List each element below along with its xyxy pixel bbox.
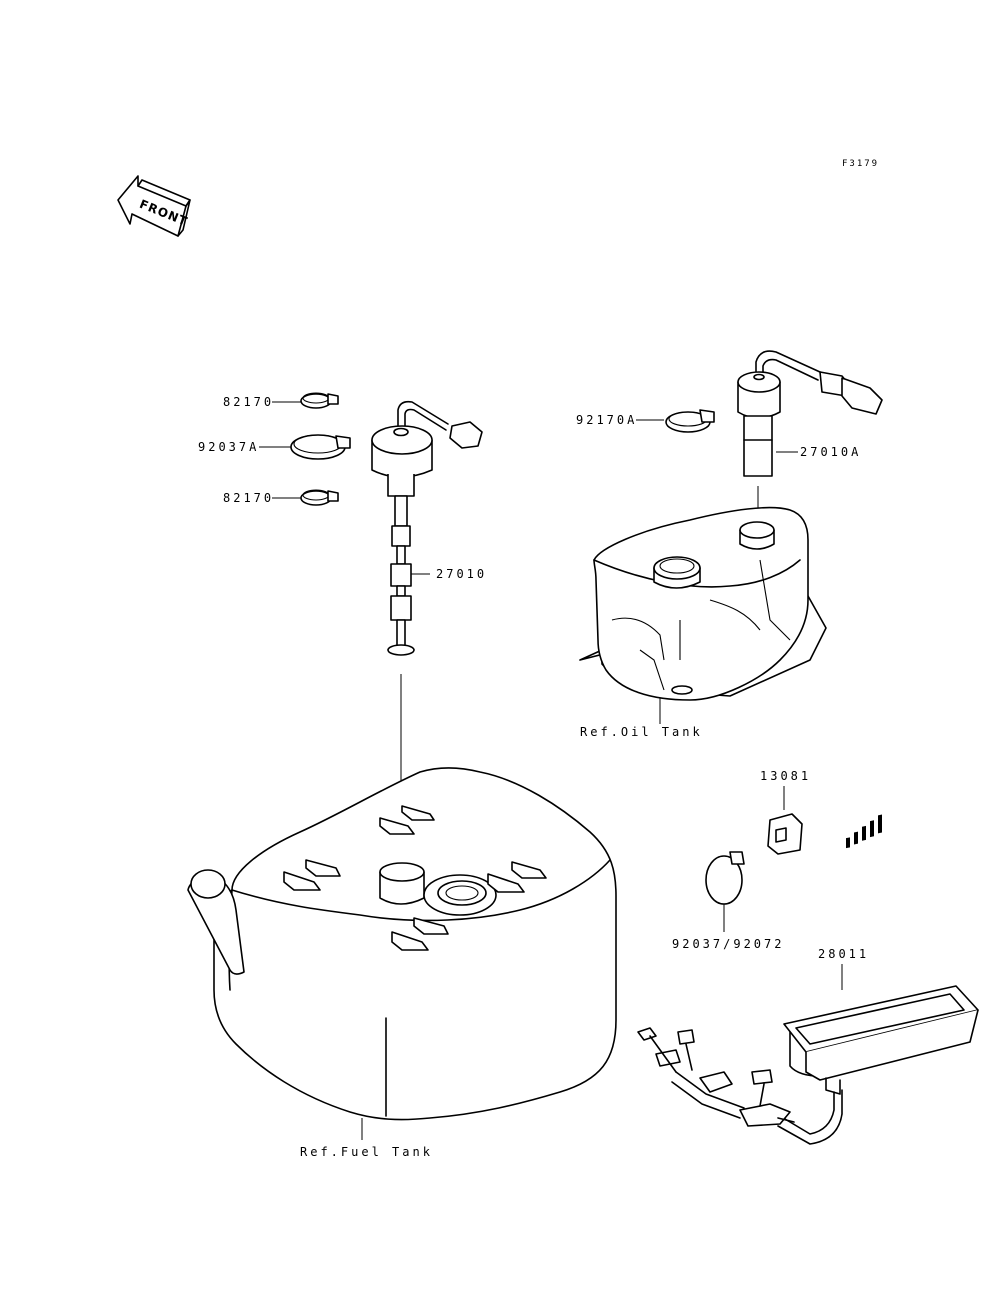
wire-harness: [637, 1027, 843, 1145]
clamp-82170-bottom: [300, 489, 339, 506]
clamp-92170a: [665, 409, 715, 433]
oil-level-sender-27010a: [737, 350, 883, 477]
label-27010a: 27010A: [800, 445, 861, 459]
label-27010: 27010: [436, 567, 487, 581]
label-ref-fuel-tank: Ref.Fuel Tank: [300, 1145, 433, 1159]
gauge-display-segments: [846, 814, 882, 849]
clamp-92037a: [290, 434, 351, 460]
label-82170-bottom: 82170: [223, 491, 274, 505]
oil-tank: [579, 506, 827, 701]
figure-code: F3179: [842, 159, 879, 169]
front-arrow-icon: FRONT: [117, 175, 191, 237]
cable-tie-92037-92072: [705, 851, 745, 905]
label-92037-92072: 92037/92072: [672, 937, 784, 951]
label-82170-top: 82170: [223, 395, 274, 409]
clamp-82170-top: [300, 392, 339, 409]
grommet-13081: [767, 813, 803, 855]
label-28011: 28011: [818, 947, 869, 961]
fuel-tank: [187, 767, 617, 1121]
label-92037a: 92037A: [198, 440, 259, 454]
label-13081: 13081: [760, 769, 811, 783]
label-ref-oil-tank: Ref.Oil Tank: [580, 725, 703, 739]
tank-vent-ridges: [283, 805, 547, 951]
label-92170a: 92170A: [576, 413, 637, 427]
fuel-level-sender-27010: [371, 400, 483, 656]
fuel-gauge-28011: [783, 814, 979, 1095]
